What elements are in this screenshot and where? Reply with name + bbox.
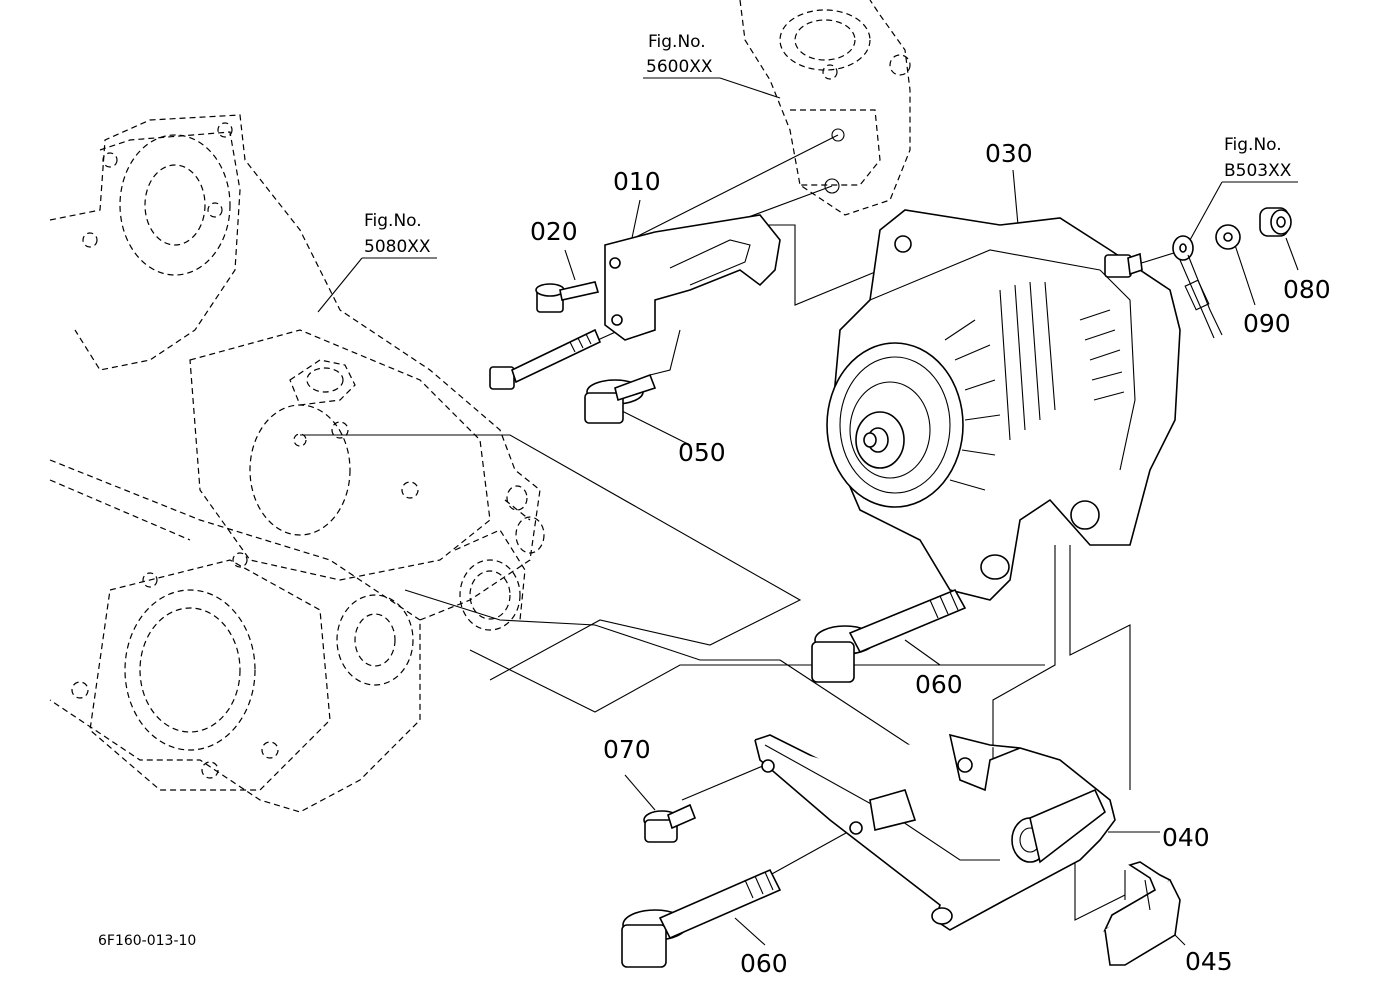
part-label-070: 070 (603, 735, 651, 764)
part-label-060-upper: 060 (915, 670, 963, 699)
bolt-020 (535, 281, 600, 313)
part-label-050: 050 (678, 438, 726, 467)
stud-bolt (489, 328, 602, 390)
figure-ref-caption: Fig.No. (1224, 135, 1282, 155)
part-label-060-lower: 060 (740, 949, 788, 978)
bracket-010 (604, 214, 781, 341)
part-label-020: 020 (530, 217, 578, 246)
part-label-030: 030 (985, 139, 1033, 168)
bolt-060-lower (621, 868, 782, 968)
figure-ref-number: 5600XX (646, 57, 713, 77)
figure-ref-caption: Fig.No. (648, 32, 706, 52)
drawing-code: 6F160-013-10 (98, 933, 196, 949)
alternator-030 (826, 209, 1181, 601)
bolt-060-upper (811, 588, 967, 683)
clip-045 (1103, 861, 1181, 966)
water-flange-outline (739, 0, 911, 216)
figure-ref-number: 5080XX (364, 237, 431, 257)
figure-ref-caption: Fig.No. (364, 211, 422, 231)
terminal-parts (1172, 207, 1292, 339)
part-label-080: 080 (1283, 275, 1331, 304)
part-label-010: 010 (613, 167, 661, 196)
leader-lines (300, 77, 1299, 946)
figure-ref-5600: Fig.No. 5600XX (646, 32, 713, 77)
figure-ref-number: B503XX (1224, 161, 1292, 181)
tension-bracket-040 (754, 733, 1116, 931)
bolt-070 (643, 803, 697, 843)
engine-block-outline (49, 114, 545, 813)
part-label-090: 090 (1243, 309, 1291, 338)
part-label-040: 040 (1162, 823, 1210, 852)
part-label-045: 045 (1185, 947, 1233, 976)
bolt-050 (584, 373, 657, 424)
figure-ref-5080: Fig.No. 5080XX (364, 211, 431, 257)
figure-ref-b503: Fig.No. B503XX (1224, 135, 1292, 181)
